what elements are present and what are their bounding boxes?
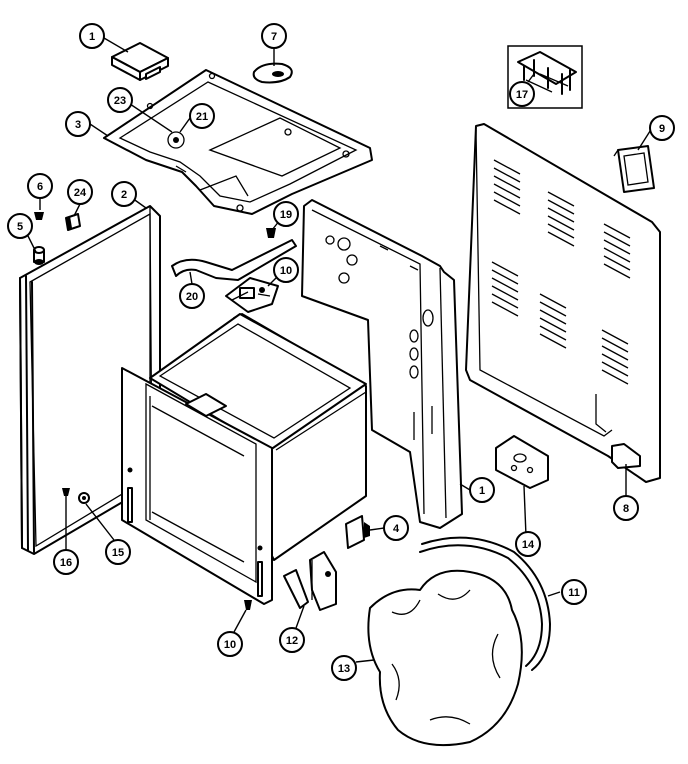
callout-23-label: 1 — [89, 31, 95, 43]
callout-23: 1 — [79, 23, 105, 49]
callout-3: 3 — [65, 111, 91, 137]
callout-5: 5 — [7, 213, 33, 239]
part-18-latch-assembly — [225, 277, 279, 313]
callout-17-label: 17 — [516, 89, 528, 101]
oven-cavity — [121, 313, 367, 605]
part-1-frame — [301, 199, 463, 529]
part-19-screw — [266, 228, 276, 238]
callout-7: 7 — [261, 23, 287, 49]
part-5-plug — [33, 246, 45, 265]
callout-11: 11 — [561, 579, 587, 605]
callout-9-label: 9 — [659, 123, 665, 135]
callout-13: 13 — [331, 655, 357, 681]
callout-19-label: 19 — [280, 209, 292, 221]
callout-24: 24 — [67, 179, 93, 205]
callout-15-label: 15 — [112, 547, 124, 559]
callout-22-label: 23 — [114, 95, 126, 107]
vent-slots — [491, 159, 631, 385]
callout-21: 21 — [189, 103, 215, 129]
callout-16: 16 — [53, 549, 79, 575]
callout-4: 4 — [383, 515, 409, 541]
callout-16-label: 16 — [60, 557, 72, 569]
callout-18: 10 — [273, 257, 299, 283]
callout-6-label: 6 — [37, 181, 43, 193]
callout-12: 12 — [279, 627, 305, 653]
part-11-gasket — [419, 536, 551, 671]
callout-7-label: 7 — [271, 31, 277, 43]
callout-3-label: 3 — [75, 119, 81, 131]
callout-14-label: 14 — [522, 539, 535, 551]
part-15-washer — [78, 492, 90, 504]
part-16-screw — [62, 488, 70, 496]
part-12-hinge — [283, 551, 337, 611]
part-4-bracket — [345, 515, 370, 549]
part-7-grommet — [252, 62, 293, 84]
callout-10-label: 10 — [224, 639, 236, 651]
callout-4-label: 4 — [393, 523, 400, 535]
part-6-screw — [34, 212, 44, 220]
callout-21-label: 21 — [196, 111, 208, 123]
callout-11-label: 11 — [568, 587, 580, 599]
part-3-top-plate — [103, 69, 373, 215]
part-8-back-panel — [465, 123, 661, 483]
callout-18-label: 10 — [280, 265, 292, 277]
callout-2: 2 — [111, 181, 137, 207]
callout-24-label: 24 — [74, 187, 87, 199]
part-9-bracket — [613, 145, 655, 193]
callout-20: 20 — [179, 283, 205, 309]
callout-17: 17 — [509, 81, 535, 107]
part-14-bracket — [495, 435, 549, 489]
part-24-clip — [65, 213, 81, 231]
callout-15: 15 — [105, 539, 131, 565]
part-10-screw — [244, 600, 252, 610]
part-20-latch-arm — [171, 239, 297, 281]
callout-14: 14 — [515, 531, 541, 557]
callout-8-label: 8 — [623, 503, 629, 515]
callout-2-label: 2 — [121, 189, 127, 201]
callout-9: 9 — [649, 115, 675, 141]
callout-20-label: 20 — [186, 291, 198, 303]
part-23-box — [111, 42, 169, 81]
callout-1-label: 1 — [479, 485, 485, 497]
callout-19: 19 — [273, 201, 299, 227]
callout-10: 10 — [217, 631, 243, 657]
callout-13-label: 13 — [338, 663, 350, 675]
part-13-insulation — [367, 569, 523, 747]
callout-6: 6 — [27, 173, 53, 199]
callout-22: 23 — [107, 87, 133, 113]
callout-12-label: 12 — [286, 635, 298, 647]
callout-1: 1 — [469, 477, 495, 503]
callout-8: 8 — [613, 495, 639, 521]
callout-5-label: 5 — [17, 221, 23, 233]
